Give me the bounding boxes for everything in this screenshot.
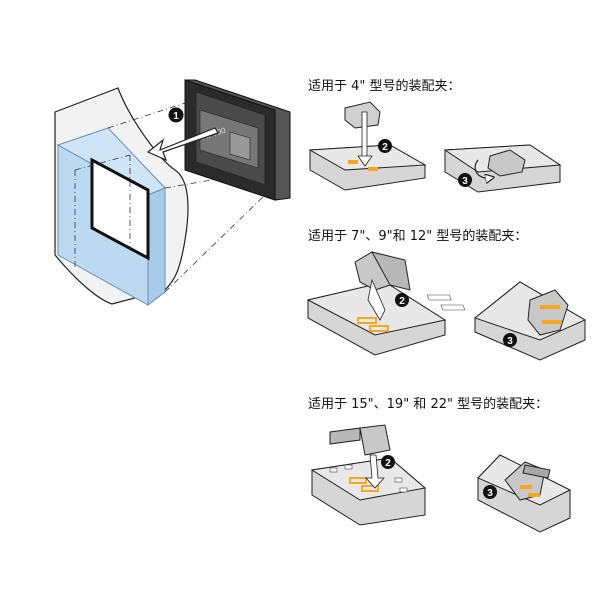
hmi-panel-device: HP700 — [184, 79, 291, 201]
step-2-badge-4inch: 2 — [378, 139, 392, 153]
step-3-badge-7-9-12inch: 3 — [503, 333, 517, 347]
step-1-badge: 1 — [168, 107, 184, 123]
section-title-4inch: 适用于 4" 型号的装配夹： — [308, 79, 461, 94]
clip-4inch-step2 — [308, 101, 427, 191]
section-title-15-19-22inch: 适用于 15"、19" 和 22" 型号的装配夹： — [308, 397, 549, 412]
clip-4inch-step3 — [443, 144, 562, 193]
section-title-7-9-12inch: 适用于 7"、9"和 12" 型号的装配夹： — [308, 229, 528, 244]
svg-text:1: 1 — [173, 111, 179, 122]
svg-text:2: 2 — [382, 142, 388, 153]
step-2-badge-7-9-12inch: 2 — [395, 293, 409, 307]
clip-15-19-22inch-step3 — [477, 454, 572, 533]
svg-text:2: 2 — [385, 458, 391, 469]
svg-text:3: 3 — [487, 488, 493, 499]
clip-7-9-12inch-step2 — [306, 251, 547, 356]
mounting-cutout-illustration — [54, 87, 271, 307]
clip-15-19-22inch-step2 — [310, 424, 427, 526]
step-1-arrow — [146, 127, 219, 162]
svg-text:3: 3 — [507, 336, 513, 347]
step-3-badge-4inch: 3 — [458, 173, 472, 187]
svg-text:2: 2 — [399, 296, 405, 307]
step-3-badge-15-19-22inch: 3 — [483, 485, 497, 499]
step-2-badge-15-19-22inch: 2 — [381, 455, 395, 469]
clip-7-9-12inch-step3 — [473, 281, 587, 361]
svg-text:3: 3 — [462, 176, 468, 187]
